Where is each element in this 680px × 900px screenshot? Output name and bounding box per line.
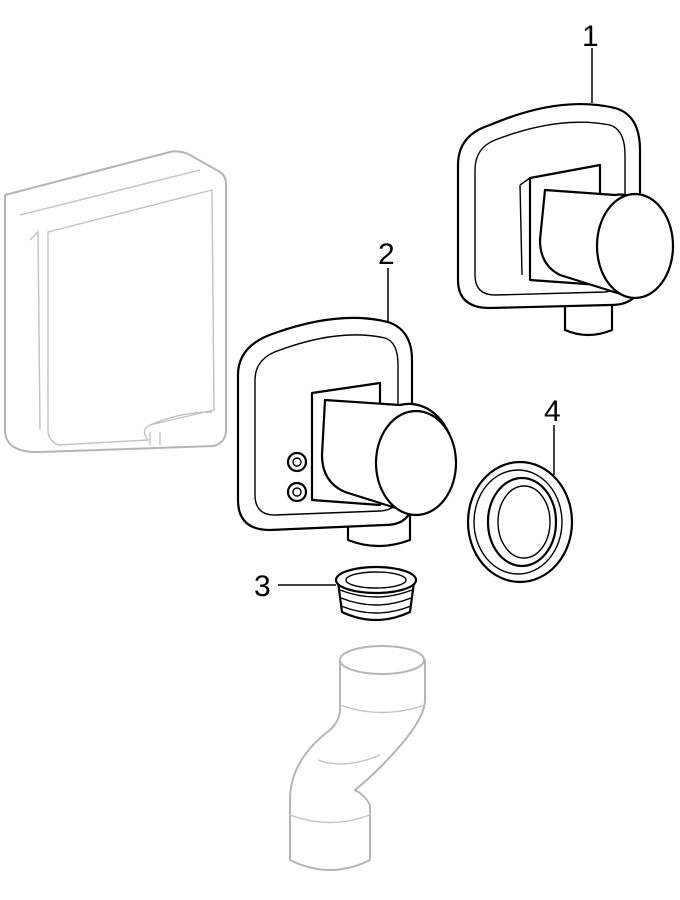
lip-seal-3: [334, 565, 418, 622]
callout-label: 1: [582, 20, 599, 53]
callout-label: 2: [378, 238, 395, 271]
callout-label: 3: [254, 570, 271, 603]
concealed-box: [4, 150, 227, 454]
callout-2: 2: [378, 238, 395, 322]
s-trap-bend: [289, 645, 426, 871]
wall-elbow-2: [236, 316, 458, 548]
callout-label: 4: [544, 395, 561, 428]
fixing-screw-icon: [286, 451, 308, 503]
wall-elbow-1: [456, 103, 675, 337]
callout-1: 1: [582, 20, 599, 103]
callout-4: 4: [544, 395, 561, 475]
callout-3: 3: [254, 570, 336, 603]
seal-ring-4: [466, 460, 574, 584]
